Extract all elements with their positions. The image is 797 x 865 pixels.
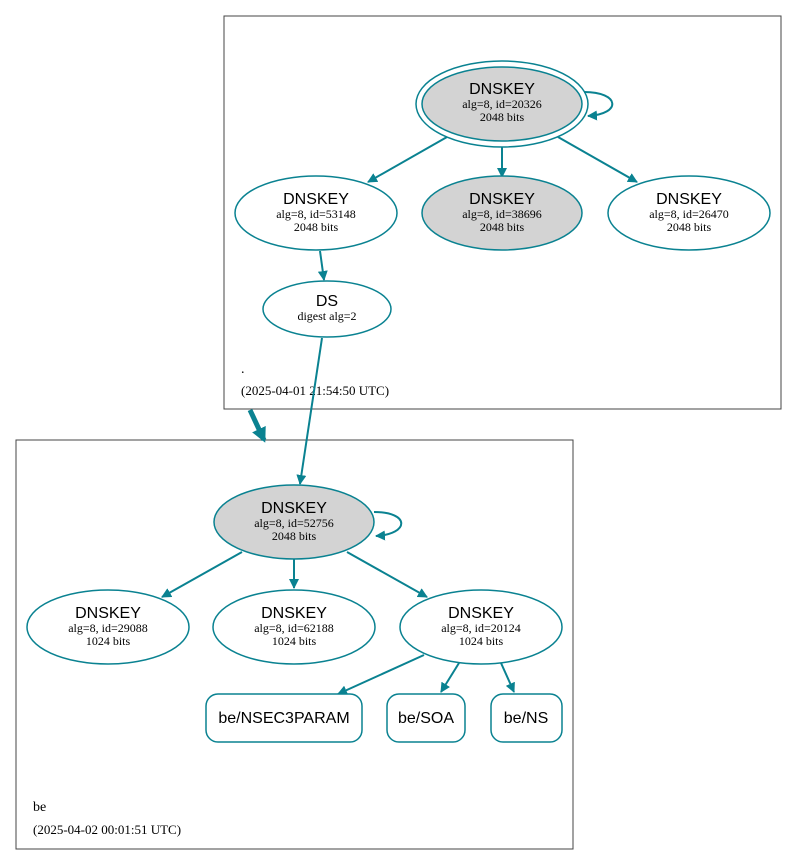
dnskey-info: alg=8, id=53148	[276, 207, 356, 221]
dnskey-bits: 2048 bits	[480, 220, 525, 234]
be-zone-cluster: be (2025-04-02 00:01:51 UTC)	[15, 439, 574, 850]
edge-root-ksk-selfloop	[583, 91, 614, 121]
dnskey-info: alg=8, id=20124	[441, 621, 521, 635]
dnskey-node-be-62188[interactable]: DNSKEY alg=8, id=62188 1024 bits	[212, 589, 376, 665]
dnskey-info: alg=8, id=38696	[462, 207, 542, 221]
dnskey-bits: 2048 bits	[294, 220, 339, 234]
dnskey-title: DNSKEY	[469, 81, 535, 98]
ds-title: DS	[316, 293, 338, 310]
dnskey-node-root-38696[interactable]: DNSKEY alg=8, id=38696 2048 bits	[421, 175, 583, 251]
dnskey-title: DNSKEY	[283, 191, 349, 208]
dnskey-title: DNSKEY	[656, 191, 722, 208]
ds-info: digest alg=2	[297, 309, 356, 323]
dnskey-title: DNSKEY	[469, 191, 535, 208]
rrset-label: be/SOA	[398, 710, 454, 727]
edge-53148-to-ds	[317, 250, 328, 281]
dnskey-bits: 2048 bits	[667, 220, 712, 234]
dnskey-info: alg=8, id=26470	[649, 207, 729, 221]
dnskey-info: alg=8, id=29088	[68, 621, 148, 635]
dnskey-title: DNSKEY	[75, 605, 141, 622]
rrset-node-soa[interactable]: be/SOA	[386, 693, 466, 743]
dnskey-bits: 1024 bits	[459, 634, 504, 648]
dnskey-node-root-53148[interactable]: DNSKEY alg=8, id=53148 2048 bits	[234, 175, 398, 251]
dnskey-bits: 1024 bits	[86, 634, 131, 648]
dnskey-info: alg=8, id=52756	[254, 516, 334, 530]
rrset-label: be/NSEC3PARAM	[218, 710, 349, 727]
edge-be-ksk-to-29088	[161, 551, 243, 598]
rrset-node-ns[interactable]: be/NS	[490, 693, 563, 743]
dnskey-node-root-20326[interactable]: DNSKEY alg=8, id=20326 2048 bits	[415, 60, 589, 148]
root-zone-name: .	[241, 362, 245, 377]
dnskey-info: alg=8, id=20326	[462, 97, 542, 111]
edges	[161, 91, 638, 695]
dnskey-node-be-29088[interactable]: DNSKEY alg=8, id=29088 1024 bits	[26, 589, 190, 665]
dnskey-node-root-26470[interactable]: DNSKEY alg=8, id=26470 2048 bits	[607, 175, 771, 251]
edge-20124-to-soa	[440, 662, 460, 693]
dnskey-info: alg=8, id=62188	[254, 621, 334, 635]
dnskey-node-be-20124[interactable]: DNSKEY alg=8, id=20124 1024 bits	[399, 589, 563, 665]
dnskey-title: DNSKEY	[261, 605, 327, 622]
edge-root-ksk-to-26470	[557, 136, 638, 183]
dnskey-bits: 1024 bits	[272, 634, 317, 648]
edge-be-ksk-to-20124	[346, 551, 428, 598]
dnskey-node-be-52756[interactable]: DNSKEY alg=8, id=52756 2048 bits	[213, 484, 375, 560]
rrset-label: be/NS	[504, 710, 548, 727]
edge-root-ksk-to-53148	[367, 136, 448, 183]
edge-20124-to-ns	[500, 662, 515, 693]
be-zone-timestamp: (2025-04-02 00:01:51 UTC)	[33, 822, 181, 837]
be-zone-name: be	[33, 800, 46, 815]
rrset-node-nsec3param[interactable]: be/NSEC3PARAM	[205, 693, 363, 743]
dnskey-title: DNSKEY	[261, 500, 327, 517]
dnskey-bits: 2048 bits	[480, 110, 525, 124]
edge-20124-to-nsec3param	[337, 654, 425, 695]
dnskey-title: DNSKEY	[448, 605, 514, 622]
ds-node-be[interactable]: DS digest alg=2	[262, 280, 392, 338]
edge-zone-delegation	[247, 408, 267, 443]
edge-ds-to-be-ksk	[296, 337, 323, 485]
edge-be-ksk-selfloop	[373, 511, 403, 541]
dnskey-bits: 2048 bits	[272, 529, 317, 543]
